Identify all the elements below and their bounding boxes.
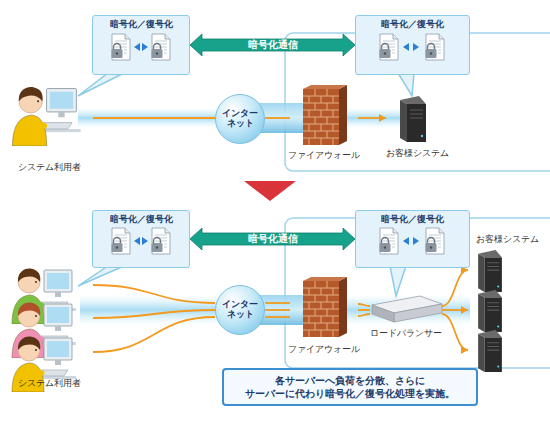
traffic-line xyxy=(93,118,215,119)
node-label: 暗号化／復号化 xyxy=(381,18,444,31)
callout-tail xyxy=(398,73,414,96)
node-label: 暗号化／復号化 xyxy=(110,18,173,31)
firewall-node: ファイアウォール xyxy=(290,276,358,356)
load-balancer-node: ロードバランサー xyxy=(370,294,442,340)
node-label: 暗号化／復号化 xyxy=(110,213,173,226)
server-tower xyxy=(478,250,502,292)
callout-box: 暗号化／復号化 xyxy=(92,210,190,268)
edge-label: 暗号化通信 xyxy=(248,234,298,244)
callout-box: 暗号化／復号化 xyxy=(355,15,470,75)
server-node: お客様システム xyxy=(386,94,448,160)
callout-tail xyxy=(78,73,124,96)
internet-globe: インター ネット xyxy=(215,94,265,144)
traffic-line xyxy=(93,285,215,352)
node-label: インター ネット xyxy=(218,109,262,129)
node-label: 暗号化／復号化 xyxy=(381,213,444,226)
load-balancer-device xyxy=(372,296,442,322)
server-group-node: お客様システム xyxy=(468,234,546,374)
firewall-wall xyxy=(303,85,347,145)
node-label: システム利用者 xyxy=(18,162,81,174)
traffic-line xyxy=(265,303,290,317)
encrypted-link-arrow xyxy=(190,34,355,56)
server-tower xyxy=(478,330,502,372)
callout-tail xyxy=(390,266,406,296)
traffic-line xyxy=(442,266,468,354)
encryption-icons xyxy=(112,34,171,60)
node-label: インター ネット xyxy=(218,300,262,320)
node-label: お客様システム xyxy=(386,148,449,160)
node-label: ファイアウォール xyxy=(288,150,360,162)
callout-tail xyxy=(78,266,124,286)
traffic-line xyxy=(265,118,290,119)
node-label: 各サーバーへ負荷を分散、さらに サーバーに代わり暗号化／復号化処理を実施。 xyxy=(224,374,476,401)
traffic-line xyxy=(358,114,386,122)
edge-label: 暗号化通信 xyxy=(248,40,298,50)
encryption-icons xyxy=(380,34,445,60)
callout-box: 暗号化／復号化 xyxy=(92,15,190,75)
user-node: システム利用者 xyxy=(5,78,93,174)
internet-globe: インター ネット xyxy=(215,285,265,335)
server-tower xyxy=(400,96,426,142)
transition-arrow xyxy=(244,181,296,201)
encryption-icons xyxy=(112,228,171,254)
user-figure xyxy=(13,87,81,146)
encryption-icons xyxy=(380,228,445,254)
node-label: システム利用者 xyxy=(18,378,81,390)
firewall-wall xyxy=(303,277,347,337)
traffic-glow xyxy=(78,108,408,128)
traffic-glow xyxy=(80,295,470,325)
firewall-node: ファイアウォール xyxy=(290,84,358,162)
node-label: ファイアウォール xyxy=(288,344,360,356)
encrypted-link-arrow xyxy=(190,228,355,250)
callout-box: 暗号化／復号化 xyxy=(355,210,470,268)
note-box: 各サーバーへ負荷を分散、さらに サーバーに代わり暗号化／復号化処理を実施。 xyxy=(222,368,478,406)
traffic-line xyxy=(358,304,370,316)
node-label: ロードバランサー xyxy=(370,328,442,340)
user-group-node: システム利用者 xyxy=(5,262,93,390)
node-label: お客様システム xyxy=(476,234,539,246)
server-tower xyxy=(478,290,502,332)
